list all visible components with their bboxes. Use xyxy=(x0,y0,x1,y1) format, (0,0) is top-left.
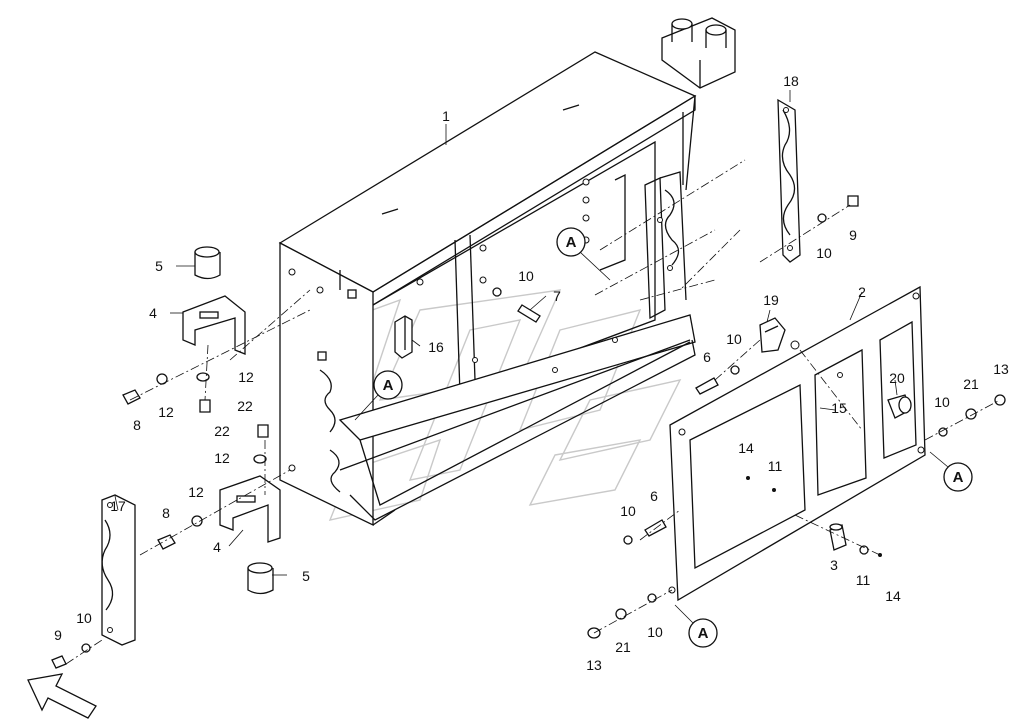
leader-lines xyxy=(114,90,898,576)
label-10b: 10 xyxy=(518,268,534,284)
callout-a-2-text: A xyxy=(383,377,394,394)
label-12b: 12 xyxy=(238,369,254,385)
label-20: 20 xyxy=(889,370,905,386)
label-13b: 13 xyxy=(586,657,602,673)
callout-a-1-text: A xyxy=(566,234,577,251)
label-21b: 21 xyxy=(615,639,631,655)
callout-a-2: A xyxy=(354,370,403,421)
label-21a: 21 xyxy=(963,376,979,392)
label-5a: 5 xyxy=(155,258,163,274)
label-16: 16 xyxy=(428,339,444,355)
label-10a: 10 xyxy=(76,610,92,626)
callout-a-3: A xyxy=(929,451,973,492)
label-11b: 11 xyxy=(856,572,871,588)
part-20-knob xyxy=(887,394,912,419)
label-15: 15 xyxy=(831,400,847,416)
callout-a-3-text: A xyxy=(953,469,964,486)
label-9a: 9 xyxy=(54,627,62,643)
label-4a: 4 xyxy=(149,305,157,321)
label-5b: 5 xyxy=(302,568,310,584)
label-22a: 22 xyxy=(237,398,253,414)
label-14b: 14 xyxy=(885,588,901,604)
label-4b: 4 xyxy=(213,539,221,555)
callout-a-4-text: A xyxy=(698,625,709,642)
part-16-clip xyxy=(394,315,413,359)
label-18: 18 xyxy=(783,73,799,89)
callout-a-4: A xyxy=(674,604,718,648)
part-3-spacer xyxy=(829,523,847,551)
watermark-logo xyxy=(303,289,682,521)
label-13a: 13 xyxy=(993,361,1009,377)
part-17-bracket xyxy=(101,494,136,646)
label-3: 3 xyxy=(830,557,838,573)
label-10d: 10 xyxy=(726,331,742,347)
label-11a: 11 xyxy=(768,458,783,474)
label-12a: 12 xyxy=(158,404,174,420)
part-labels: 1 2 3 4 4 5 5 6 6 7 8 8 9 9 10 10 10 10 … xyxy=(54,73,1009,673)
label-12d: 12 xyxy=(214,450,230,466)
label-6b: 6 xyxy=(650,488,658,504)
label-2: 2 xyxy=(858,284,866,300)
label-8b: 8 xyxy=(162,505,170,521)
label-7: 7 xyxy=(553,288,561,304)
label-10e: 10 xyxy=(620,503,636,519)
label-6a: 6 xyxy=(703,349,711,365)
label-10g: 10 xyxy=(934,394,950,410)
part-5-lower-foot xyxy=(247,562,274,595)
assembly-lines xyxy=(65,159,1001,665)
label-19: 19 xyxy=(763,292,779,308)
label-22b: 22 xyxy=(214,423,230,439)
label-10c: 10 xyxy=(816,245,832,261)
cover-plate xyxy=(668,285,926,602)
label-1: 1 xyxy=(442,108,450,124)
label-17: 17 xyxy=(110,498,126,514)
label-10f: 10 xyxy=(647,624,663,640)
callout-a-1: A xyxy=(556,227,611,281)
part-4-upper-bracket xyxy=(182,295,246,355)
label-12c: 12 xyxy=(188,484,204,500)
label-9b: 9 xyxy=(849,227,857,243)
part-5-upper-foot xyxy=(194,246,221,280)
view-direction-arrow xyxy=(27,673,97,719)
part-18-bracket xyxy=(777,98,801,263)
label-8a: 8 xyxy=(133,417,141,433)
part-4-lower-bracket xyxy=(219,475,281,543)
top-connector xyxy=(661,17,736,89)
part-19-grommet xyxy=(759,317,786,353)
label-14a: 14 xyxy=(738,440,754,456)
